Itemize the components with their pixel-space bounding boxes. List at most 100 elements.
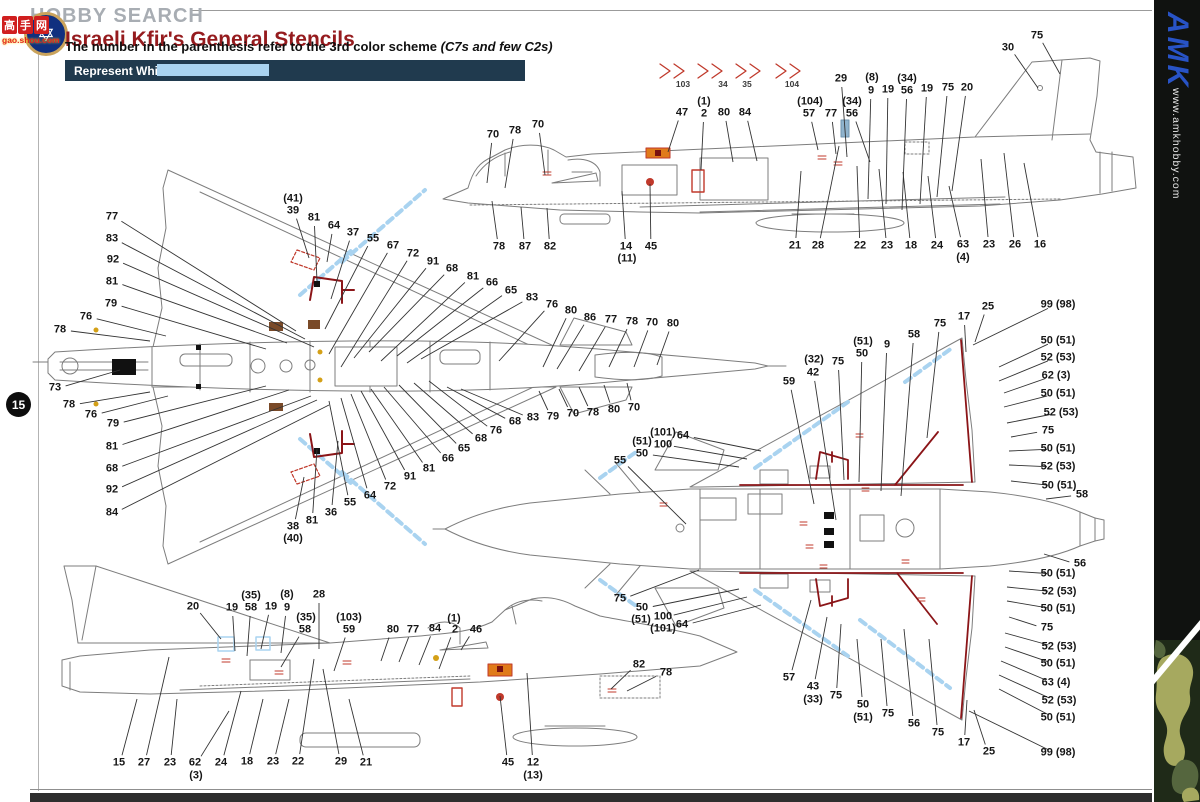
callout-label: 79: [546, 410, 560, 423]
camouflage-pattern: [1154, 640, 1200, 802]
page-border-bottom: [30, 789, 1152, 790]
callout-label: 18: [904, 239, 918, 252]
callout-label: 43: [806, 680, 820, 693]
callout-label: 50 (51): [1040, 387, 1076, 400]
callout-label: 78: [586, 406, 600, 419]
callout-label: 2: [451, 623, 459, 636]
callout-label: 57: [782, 671, 796, 684]
callout-label: 16: [1033, 238, 1047, 251]
callout-label: 56: [907, 717, 921, 730]
callout-label: 36: [324, 506, 338, 519]
callout-label: 62 (3): [1041, 369, 1071, 382]
callout-label: 76: [84, 408, 98, 421]
callout-label: 52 (53): [1040, 351, 1076, 364]
callout-label: (51): [853, 711, 873, 724]
callout-label: 58: [244, 601, 258, 614]
callout-label: 28: [312, 588, 326, 601]
callout-label: 81: [105, 440, 119, 453]
callout-label: 50 (51): [1040, 567, 1076, 580]
callout-label: 28: [811, 239, 825, 252]
callout-label: 23: [163, 756, 177, 769]
callout-label: 86: [583, 311, 597, 324]
callout-label: 50 (51): [1040, 657, 1076, 670]
callout-label: 30: [1001, 41, 1015, 54]
callout-label: 18: [240, 755, 254, 768]
callout-label: 38: [286, 520, 300, 533]
callout-label: 75: [1041, 424, 1055, 437]
callout-label: 62: [188, 756, 202, 769]
stencil-strip: [659, 63, 801, 79]
callout-label: 55: [343, 496, 357, 509]
callout-label: (103): [336, 611, 362, 624]
callout-label: 78: [62, 398, 76, 411]
callout-label: (40): [283, 532, 303, 545]
callout-label: 64: [327, 219, 341, 232]
amk-sidebar: AMK www.amkhobby.com: [1154, 0, 1200, 802]
callout-label: 100: [653, 438, 673, 451]
callout-label: 52 (53): [1043, 406, 1079, 419]
callout-label: 72: [406, 247, 420, 260]
callout-label: 56: [845, 107, 859, 120]
callout-label: 50 (51): [1040, 602, 1076, 615]
callout-label: 70: [627, 401, 641, 414]
hobbysearch-watermark: HOBBY SEARCH: [30, 5, 204, 27]
callout-label: 84: [105, 506, 119, 519]
callout-label: 59: [342, 623, 356, 636]
callout-label: 77: [604, 313, 618, 326]
callout-label: 81: [422, 462, 436, 475]
callout-label: 80: [564, 304, 578, 317]
callout-label: (32): [804, 353, 824, 366]
legend-bar: Represent White: [65, 60, 525, 81]
callout-label: 39: [286, 204, 300, 217]
page-subtitle: The number in the parenthesis refer to t…: [65, 39, 553, 54]
scan-edge: [30, 793, 1152, 802]
callout-label: 68: [105, 462, 119, 475]
callout-label: 58: [1075, 488, 1089, 501]
callout-label: (8): [865, 71, 879, 84]
callout-label: 52 (53): [1041, 585, 1077, 598]
callout-label: 50: [635, 601, 649, 614]
side-view-top: [442, 57, 1137, 233]
callout-label: (101): [650, 426, 676, 439]
bottom-view: [432, 337, 1105, 721]
callout-label: 75: [829, 689, 843, 702]
callout-label: 57: [802, 107, 816, 120]
callout-label: 52 (53): [1040, 460, 1076, 473]
callout-label: 78: [53, 323, 67, 336]
callout-label: 45: [501, 756, 515, 769]
callout-label: 70: [531, 118, 545, 131]
callout-label: 91: [403, 470, 417, 483]
callout-label: 56: [900, 84, 914, 97]
callout-label: 76: [489, 424, 503, 437]
page-number-badge: 15: [6, 392, 31, 417]
callout-label: 70: [645, 316, 659, 329]
callout-label: 80: [666, 317, 680, 330]
callout-label: 22: [291, 755, 305, 768]
callout-label: 50 (51): [1040, 442, 1076, 455]
subtitle-scheme-note: (C7s and few C2s): [440, 39, 553, 54]
callout-label: 83: [105, 232, 119, 245]
callout-label: 9: [867, 84, 875, 97]
callout-label: 75: [1040, 621, 1054, 634]
callout-label: 73: [48, 381, 62, 394]
callout-label: 80: [717, 106, 731, 119]
callout-label: 23: [982, 238, 996, 251]
callout-label: 50 (51): [1040, 711, 1076, 724]
callout-label: 19: [881, 83, 895, 96]
callout-label: 103: [675, 78, 691, 89]
callout-label: 100: [653, 610, 673, 623]
callout-label: 68: [445, 262, 459, 275]
callout-label: 21: [359, 756, 373, 769]
callout-label: 37: [346, 226, 360, 239]
callout-label: 17: [957, 310, 971, 323]
callout-label: 20: [186, 600, 200, 613]
callout-label: 45: [644, 240, 658, 253]
callout-label: 68: [508, 415, 522, 428]
callout-label: 46: [469, 623, 483, 636]
callout-label: (101): [650, 622, 676, 635]
callout-label: (8): [280, 588, 294, 601]
callout-label: 2: [700, 107, 708, 120]
callout-label: 14: [619, 240, 633, 253]
callout-label: 78: [625, 315, 639, 328]
callout-label: 25: [982, 745, 996, 758]
